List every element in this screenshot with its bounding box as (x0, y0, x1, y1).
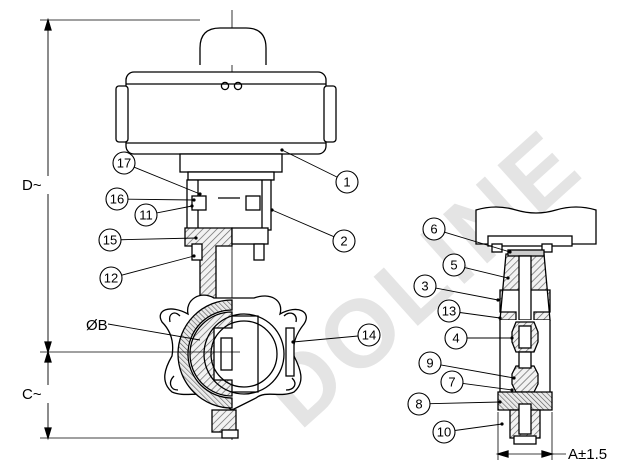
balloon-15 (98, 228, 122, 252)
body-neck-section (184, 227, 233, 301)
leader-tip-7 (510, 388, 514, 392)
balloon-label-12: 12 (104, 271, 118, 286)
leader-tip-8 (498, 400, 502, 404)
leader-tip-17 (198, 192, 202, 196)
leader-tip-5 (506, 276, 510, 280)
balloon-label-4: 4 (452, 331, 459, 346)
leader-line-9 (440, 364, 515, 379)
leader-tip-3 (496, 298, 500, 302)
leader-tip-15 (194, 236, 198, 240)
balloon-8 (407, 392, 431, 416)
seat-section (177, 299, 233, 409)
leader-tip-2 (270, 208, 274, 212)
leader-tip-11 (190, 204, 194, 208)
leader-line-6 (444, 231, 511, 253)
balloon-3 (413, 274, 437, 298)
balloon-label-15: 15 (103, 233, 117, 248)
balloon-label-14: 14 (362, 328, 376, 343)
leader-line-13 (459, 312, 501, 319)
balloon-11 (134, 203, 158, 227)
balloon-5 (442, 253, 466, 277)
balloon-label-10: 10 (437, 425, 451, 440)
balloon-9 (418, 351, 442, 375)
leader-line-7 (462, 383, 513, 391)
leader-line-11 (156, 205, 193, 214)
balloon-label-11: 11 (139, 208, 153, 223)
leader-line-14 (292, 335, 359, 343)
port-hole-2 (233, 81, 243, 91)
balloon-label-16: 16 (110, 192, 124, 207)
balloon-17 (112, 151, 136, 175)
leader-line-16 (127, 198, 195, 201)
balloon-label-3: 3 (421, 279, 428, 294)
leader-tip-16 (192, 198, 196, 202)
balloon-4 (444, 326, 468, 350)
balloon-label-5: 5 (450, 258, 457, 273)
right-view (475, 206, 597, 460)
leader-tip-10 (500, 422, 504, 426)
leader-tip-14 (291, 340, 295, 344)
balloon-16 (105, 187, 129, 211)
bottom-stem (211, 409, 237, 433)
actuator-plate (475, 206, 597, 245)
leader-tip-1 (280, 148, 284, 152)
port-hole-1 (220, 81, 230, 91)
leader-line-2 (271, 209, 335, 238)
balloon-label-17: 17 (117, 156, 131, 171)
dim-label-a: A±1.5 (568, 446, 607, 463)
dim-label-ob: ØB (86, 317, 108, 334)
actuator-end-cap-right (323, 85, 337, 143)
leader-line-1 (281, 149, 338, 178)
actuator-end-cap-left (115, 85, 129, 143)
leader-line-12 (121, 255, 195, 276)
right-lower-flange (497, 391, 553, 411)
left-view (40, 10, 337, 441)
leader-tip-6 (508, 250, 512, 254)
balloon-6 (422, 217, 446, 241)
leader-tip-12 (192, 254, 196, 258)
balloon-label-1: 1 (343, 175, 350, 190)
leader-line-17 (134, 166, 201, 195)
actuator-cap (199, 27, 267, 65)
balloon-13 (437, 299, 461, 323)
balloon-7 (440, 370, 464, 394)
leader-line-8 (429, 401, 501, 405)
balloon-2 (332, 229, 356, 253)
actuator-lower-block (179, 153, 283, 173)
dim-label-c: C~ (22, 386, 42, 403)
balloon-label-6: 6 (430, 222, 437, 237)
balloon-label-8: 8 (415, 397, 422, 412)
balloon-1 (335, 170, 359, 194)
leader-tip-4 (510, 336, 514, 340)
leader-line-3 (435, 287, 499, 301)
disc-hub-lower (511, 365, 539, 393)
leader-line-10 (454, 423, 503, 431)
balloon-label-9: 9 (426, 356, 433, 371)
balloon-label-13: 13 (442, 304, 456, 319)
balloon-label-7: 7 (448, 375, 455, 390)
leader-line-15 (120, 237, 197, 241)
leader-tip-9 (512, 376, 516, 380)
balloon-10 (432, 420, 456, 444)
balloon-14 (357, 323, 381, 347)
leader-line-5 (464, 267, 509, 279)
dim-label-d: D~ (22, 177, 42, 194)
leader-tip-13 (498, 316, 502, 320)
balloon-label-2: 2 (340, 234, 347, 249)
balloon-12 (99, 266, 123, 290)
